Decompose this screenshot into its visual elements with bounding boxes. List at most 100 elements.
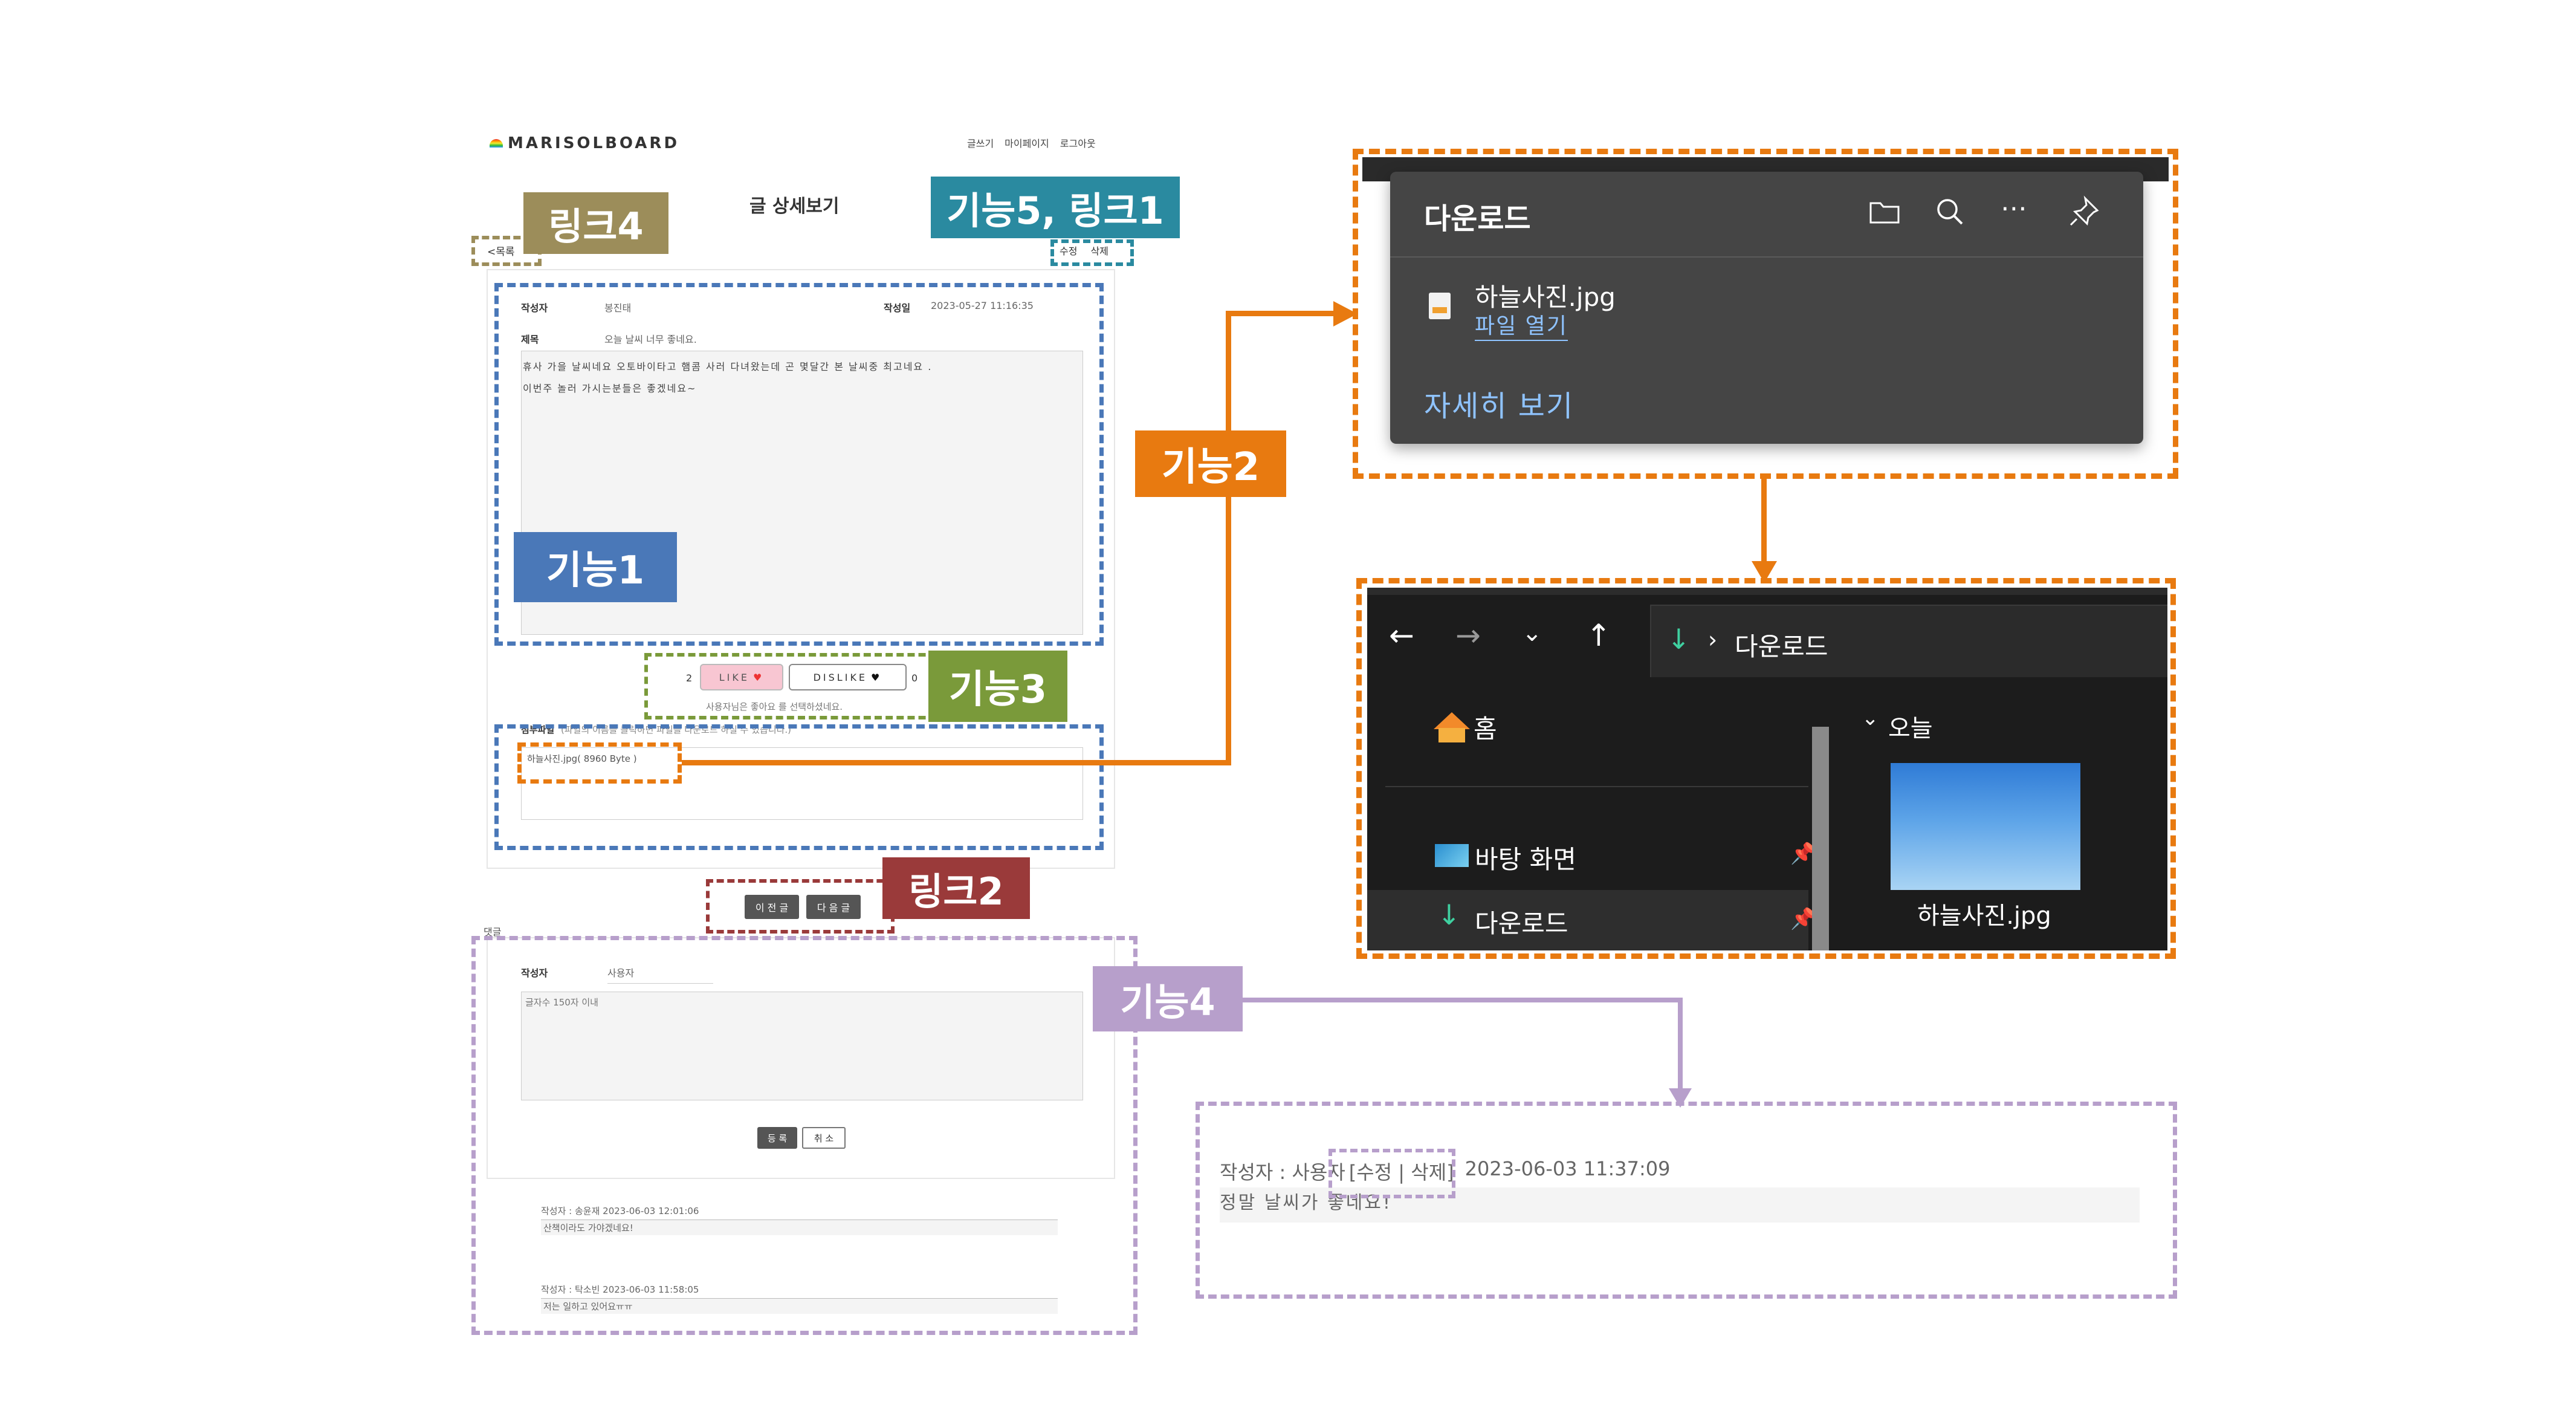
link4-tag: 링크4 <box>523 192 668 254</box>
scrollbar[interactable] <box>1812 727 1829 950</box>
sidebar-item-home[interactable]: 홈 <box>1474 714 1497 744</box>
nav-write[interactable]: 글쓰기 <box>967 138 994 149</box>
prev-post-button[interactable]: 이 전 글 <box>745 895 799 919</box>
connector-line <box>1226 311 1231 765</box>
pin-icon[interactable]: 📌 <box>1790 842 1816 866</box>
dislike-label: DISLIKE <box>813 671 868 683</box>
logo[interactable]: MARISOLBOARD <box>490 134 679 152</box>
rainbow-icon <box>490 139 503 148</box>
comment-meta: 작성자 : 송윤재 2023-06-03 12:01:06 <box>541 1204 1058 1220</box>
comment-author-label: 작성자 <box>521 967 548 979</box>
nav-logout[interactable]: 로그아웃 <box>1060 138 1096 149</box>
popup-title: 다운로드 <box>1424 202 1531 236</box>
subject-label: 제목 <box>521 334 539 345</box>
comment-section-label: 댓글 <box>484 926 502 938</box>
date-value: 2023-05-27 11:16:35 <box>931 300 1034 311</box>
open-file-link[interactable]: 파일 열기 <box>1475 308 1568 341</box>
connector-line <box>1761 478 1767 566</box>
desktop-icon <box>1435 844 1469 867</box>
top-nav: 글쓰기 마이페이지 로그아웃 <box>967 135 1096 150</box>
comment-edit-delete[interactable]: [수정 | 삭제] <box>1348 1161 1454 1184</box>
popup-divider <box>1390 256 2143 258</box>
forward-arrow-icon[interactable]: → <box>1455 618 1481 653</box>
like-button[interactable]: LIKE ♥ <box>700 664 783 690</box>
address-bar[interactable]: ↓ › 다운로드 <box>1650 605 2167 677</box>
explorer-top-strip <box>1367 588 2167 595</box>
comment-text: 산책이라도 가야겠네요! <box>541 1220 1058 1235</box>
back-to-list-link[interactable]: <목록 <box>487 246 515 258</box>
sidebar-item-downloads-row[interactable] <box>1367 890 1808 950</box>
up-arrow-icon[interactable]: ↑ <box>1586 618 1611 653</box>
edit-delete-links: 수정 삭제 <box>1060 243 1108 258</box>
comment-item: 작성자 : 탁소빈 2023-06-03 11:58:05 저는 일하고 있어요… <box>541 1283 1058 1314</box>
sky-thumbnail[interactable] <box>1891 763 2080 890</box>
attachment-file-highlight <box>517 742 682 784</box>
subject-value: 오늘 날씨 너무 좋네요. <box>604 334 697 345</box>
dislike-button[interactable]: DISLIKE ♥ <box>789 664 907 690</box>
attachment-section-highlight <box>494 724 1104 850</box>
comment-submit-button[interactable]: 등 록 <box>757 1127 797 1149</box>
date-label: 작성일 <box>884 302 911 314</box>
image-file-icon <box>1429 293 1451 319</box>
home-icon <box>1434 712 1470 729</box>
sidebar-divider <box>1385 786 1808 787</box>
delete-link[interactable]: 삭제 <box>1090 245 1108 257</box>
content-line-2: 이번주 놀러 가시는분들은 좋겠네요~ <box>523 383 697 394</box>
more-details-link[interactable]: 자세히 보기 <box>1424 389 1574 423</box>
connector-line <box>1241 998 1683 1002</box>
attachment-box <box>521 747 1083 820</box>
edit-link[interactable]: 수정 <box>1060 245 1078 257</box>
comment-textarea[interactable] <box>521 992 1083 1100</box>
comment-section-highlight <box>471 936 1138 1335</box>
comment-text: 저는 일하고 있어요ㅠㅠ <box>541 1299 1058 1314</box>
group-header-today: 오늘 <box>1888 715 1933 742</box>
comment-author-value: 사용자 <box>607 965 713 984</box>
edit-delete-detail-highlight <box>1328 1149 1455 1198</box>
breadcrumb-chevron-icon: › <box>1708 626 1718 653</box>
feature3-tag: 기능3 <box>928 651 1067 722</box>
next-post-button[interactable]: 다 음 글 <box>806 895 861 919</box>
chevron-down-icon[interactable]: ⌄ <box>1522 619 1542 647</box>
popup-file-name: 하늘사진.jpg <box>1475 282 1616 312</box>
more-icon[interactable]: ⋯ <box>2001 193 2027 224</box>
attachment-file-link[interactable]: 하늘사진.jpg( 8960 Byte ) <box>527 753 637 764</box>
comment-detail-date: 2023-06-03 11:37:09 <box>1464 1157 1671 1180</box>
like-label: LIKE <box>719 671 749 683</box>
feature2-tag: 기능2 <box>1135 430 1286 497</box>
group-chevron-icon[interactable]: ⌄ <box>1862 706 1879 730</box>
download-popup: 다운로드 ⋯ 하늘사진.jpg 파일 열기 자세히 보기 <box>1390 172 2143 444</box>
feature1-highlight <box>494 283 1104 646</box>
folder-icon[interactable] <box>1869 200 1900 224</box>
file-explorer: ← → ⌄ ↑ ↓ › 다운로드 홈 바탕 화면 📌 ↓ 다운로드 📌 ⌄ 오늘… <box>1367 588 2167 950</box>
content-line-1: 휴사 가을 날씨네요 오토바이타고 햄콤 사러 다녀왔는데 곤 몇달간 본 날씨… <box>523 361 933 372</box>
sidebar-item-downloads[interactable]: 다운로드 <box>1475 909 1568 938</box>
black-heart-icon: ♥ <box>871 671 882 683</box>
sidebar-item-desktop[interactable]: 바탕 화면 <box>1475 845 1576 874</box>
explorer-file-name[interactable]: 하늘사진.jpg <box>1917 902 2051 930</box>
home-icon-body <box>1438 728 1465 742</box>
back-arrow-icon[interactable]: ← <box>1389 618 1414 653</box>
edit-delete-highlight <box>1050 239 1134 266</box>
pin-icon[interactable] <box>2067 195 2101 229</box>
like-count: 2 <box>686 672 693 684</box>
connector-line <box>682 760 1231 765</box>
search-icon[interactable] <box>1934 196 1966 227</box>
download-arrow-icon: ↓ <box>1667 623 1691 655</box>
comment-cancel-button[interactable]: 취 소 <box>802 1127 846 1149</box>
link2-highlight <box>706 879 895 934</box>
comment-meta: 작성자 : 탁소빈 2023-06-03 11:58:05 <box>541 1283 1058 1299</box>
comment-detail-author: 작성자 : 사용자 <box>1220 1161 1345 1184</box>
author-value: 봉진태 <box>604 302 632 314</box>
nav-mypage[interactable]: 마이페이지 <box>1005 138 1049 149</box>
logo-text: MARISOLBOARD <box>508 134 680 152</box>
feature4-tag: 기능4 <box>1093 966 1243 1031</box>
download-popup-highlight <box>1353 149 2178 479</box>
pin-icon[interactable]: 📌 <box>1790 907 1816 931</box>
link2-tag: 링크2 <box>882 857 1030 919</box>
comment-detail-highlight <box>1196 1102 2177 1299</box>
connector-line <box>1226 311 1341 316</box>
explorer-highlight <box>1356 578 2176 959</box>
download-arrow-icon: ↓ <box>1437 898 1461 931</box>
like-message: 사용자님은 좋아요 를 선택하셨네요. <box>706 701 843 712</box>
breadcrumb: 다운로드 <box>1735 632 1828 661</box>
